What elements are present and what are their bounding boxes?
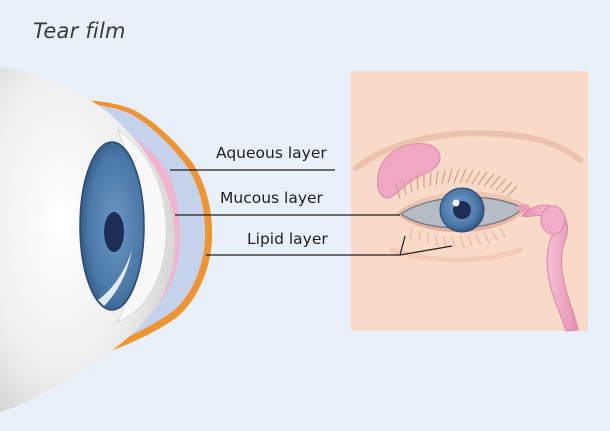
aqueous-layer-label: Aqueous layer (216, 144, 327, 162)
pupil-side (104, 212, 124, 252)
eye-front-view (351, 71, 588, 331)
eyeball-side-view (0, 67, 212, 412)
lipid-layer-label: Lipid layer (247, 230, 328, 248)
mucous-layer-label: Mucous layer (220, 189, 323, 207)
